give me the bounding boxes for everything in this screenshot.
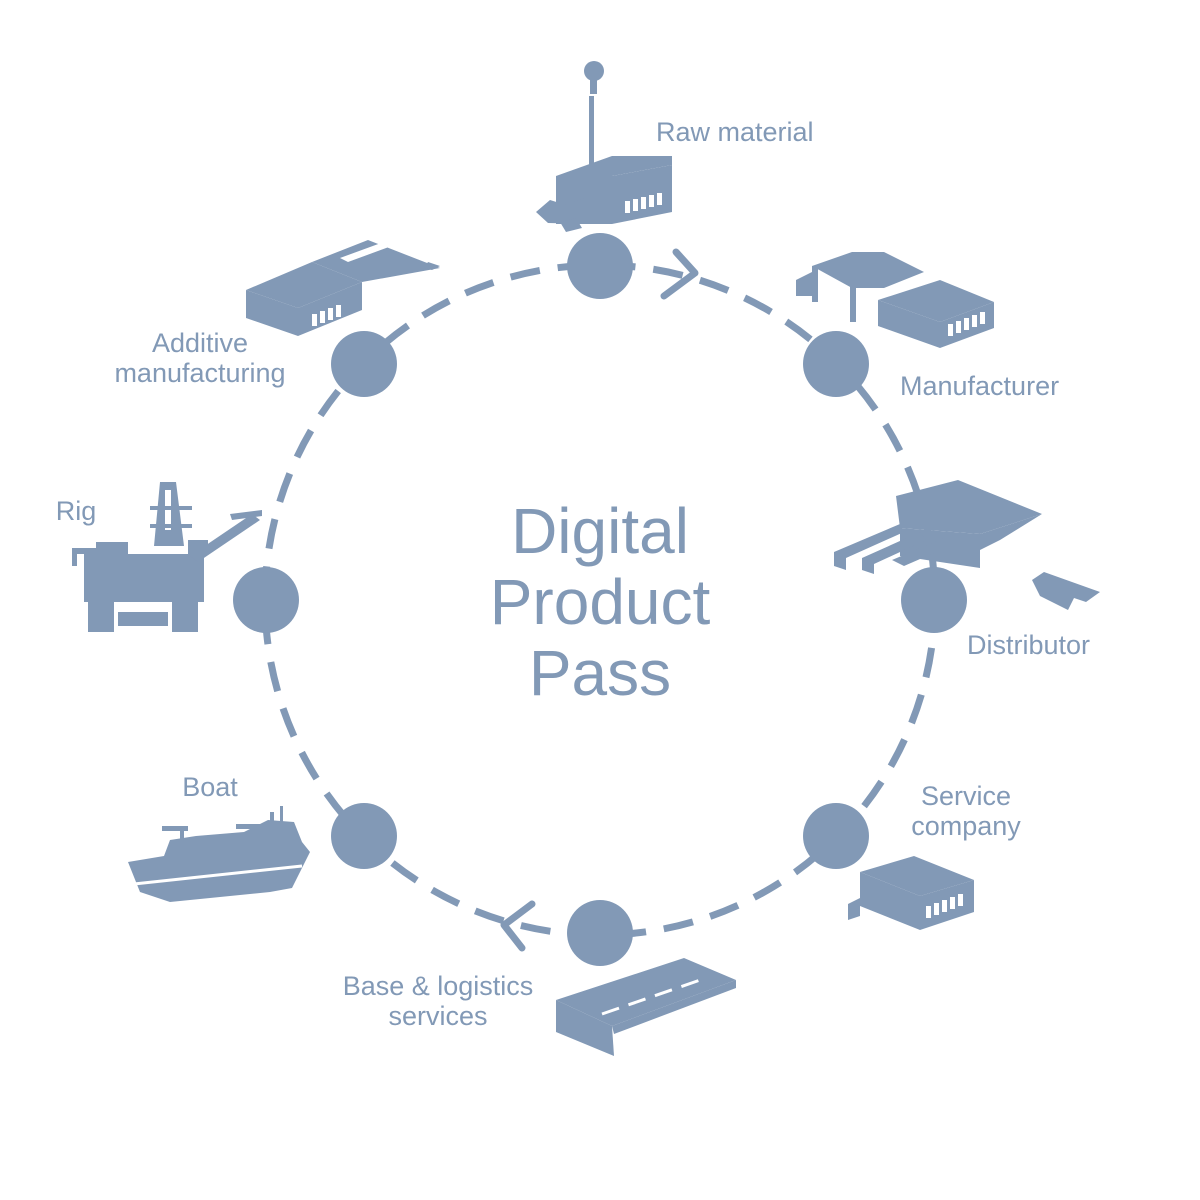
label-service-company-line1: Service: [921, 781, 1011, 811]
node-base-logistics: [567, 900, 633, 966]
node-boat: [331, 803, 397, 869]
node-rig: [233, 567, 299, 633]
node-manufacturer: [803, 331, 869, 397]
label-raw-material: Raw material: [656, 117, 814, 147]
label-boat: Boat: [182, 772, 238, 802]
label-manufacturer: Manufacturer: [900, 371, 1059, 401]
label-distributor: Distributor: [967, 630, 1090, 660]
label-additive-manufacturing-line2: manufacturing: [114, 358, 285, 388]
label-rig: Rig: [56, 496, 97, 526]
warehouse-icon: [834, 480, 1100, 610]
factory-icon: [536, 61, 672, 232]
printing-facility-icon: [246, 236, 440, 336]
supply-vessel-icon: [128, 806, 310, 902]
arrow-bottom-icon: [500, 900, 536, 952]
label-service-company-line2: company: [911, 811, 1021, 841]
node-additive-manufacturing: [331, 331, 397, 397]
label-base-logistics-line2: services: [388, 1001, 487, 1031]
arrow-top-icon: [660, 248, 699, 300]
node-distributor: [901, 567, 967, 633]
workshop-icon: [848, 856, 974, 930]
quay-icon: [556, 958, 736, 1056]
center-title-line2: Product: [490, 566, 711, 638]
oil-rig-icon: [72, 482, 262, 632]
center-title-line1: Digital: [511, 495, 689, 567]
center-title-line3: Pass: [529, 637, 671, 709]
node-service-company: [803, 803, 869, 869]
label-additive-manufacturing-line1: Additive: [152, 328, 248, 358]
node-raw-material: [567, 233, 633, 299]
label-base-logistics-line1: Base & logistics: [343, 971, 534, 1001]
manufacturing-plant-icon: [796, 252, 994, 348]
